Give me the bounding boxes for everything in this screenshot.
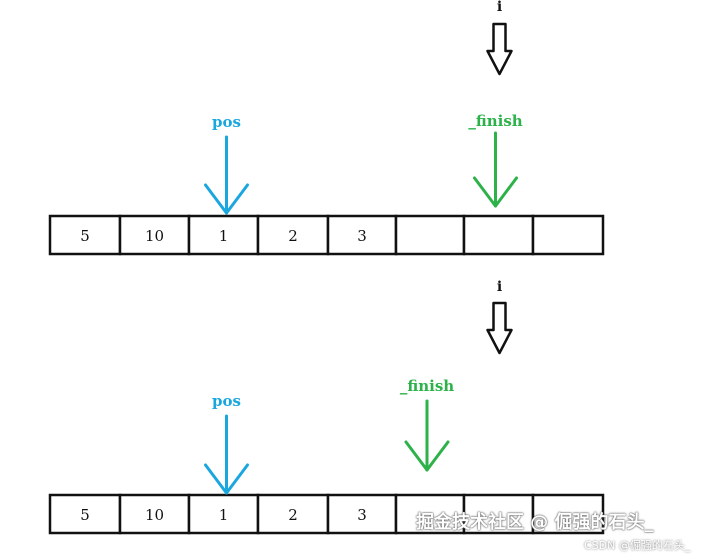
finish-arrow-head [404, 440, 450, 472]
array-cell [531, 493, 605, 535]
array-cell [462, 214, 535, 256]
i-label: i [497, 279, 502, 295]
cell-value: 1 [219, 506, 229, 524]
pos-arrow-icon [204, 135, 249, 215]
array-cell [531, 214, 605, 256]
array-cell [118, 493, 191, 535]
finish-pointer: _finish [400, 377, 454, 472]
pos-arrow-head [204, 183, 249, 215]
pos-arrow-icon [204, 414, 249, 495]
pos-pointer: pos [204, 113, 249, 215]
watermark-text: 掘金技术社区 @ 倔强的石头_ [416, 512, 654, 533]
i-hollow-arrow-icon [486, 301, 513, 355]
pos-arrow-head [204, 463, 249, 495]
finish-label: _finish [400, 377, 454, 395]
array-cell [326, 493, 398, 535]
cell-value: 2 [288, 506, 298, 524]
cell-value: 5 [80, 506, 90, 524]
pos-label: pos [212, 392, 241, 410]
finish-arrow-head [473, 176, 518, 208]
array-cell [118, 214, 191, 256]
cell-value: 5 [80, 227, 90, 245]
panel-before: 5 10 1 2 3 pos _finish i [48, 0, 605, 256]
panel-after: 5 10 1 2 3 pos _finish i [48, 279, 605, 535]
pos-label: pos [212, 113, 241, 131]
cell-value: 1 [219, 227, 229, 245]
array-cell [187, 214, 260, 256]
array-cells: 5 10 1 2 3 [48, 214, 605, 256]
cell-value: 10 [145, 227, 164, 245]
i-pointer: i [486, 0, 513, 76]
i-pointer: i [486, 279, 513, 355]
finish-pointer: _finish [468, 112, 523, 208]
pos-pointer: pos [204, 392, 249, 495]
array-cell [187, 493, 260, 535]
array-cell [48, 493, 122, 535]
array-cell [48, 214, 122, 256]
i-hollow-arrow-icon [486, 22, 513, 76]
watermark-subtext: CSDN @倔强的石头_ [584, 539, 691, 552]
i-arrow-shape [486, 301, 513, 355]
array-cells: 5 10 1 2 3 [48, 493, 605, 535]
cell-value: 2 [288, 227, 298, 245]
cell-value: 3 [357, 227, 367, 245]
cell-value: 3 [357, 506, 367, 524]
finish-label: _finish [468, 112, 522, 130]
finish-arrow-icon [404, 399, 450, 472]
i-label: i [497, 0, 502, 15]
i-arrow-shape [486, 22, 513, 76]
array-cell [394, 214, 466, 256]
cell-value: 10 [145, 506, 164, 524]
finish-arrow-icon [473, 131, 518, 208]
array-cell [394, 493, 466, 535]
array-cell [326, 214, 398, 256]
